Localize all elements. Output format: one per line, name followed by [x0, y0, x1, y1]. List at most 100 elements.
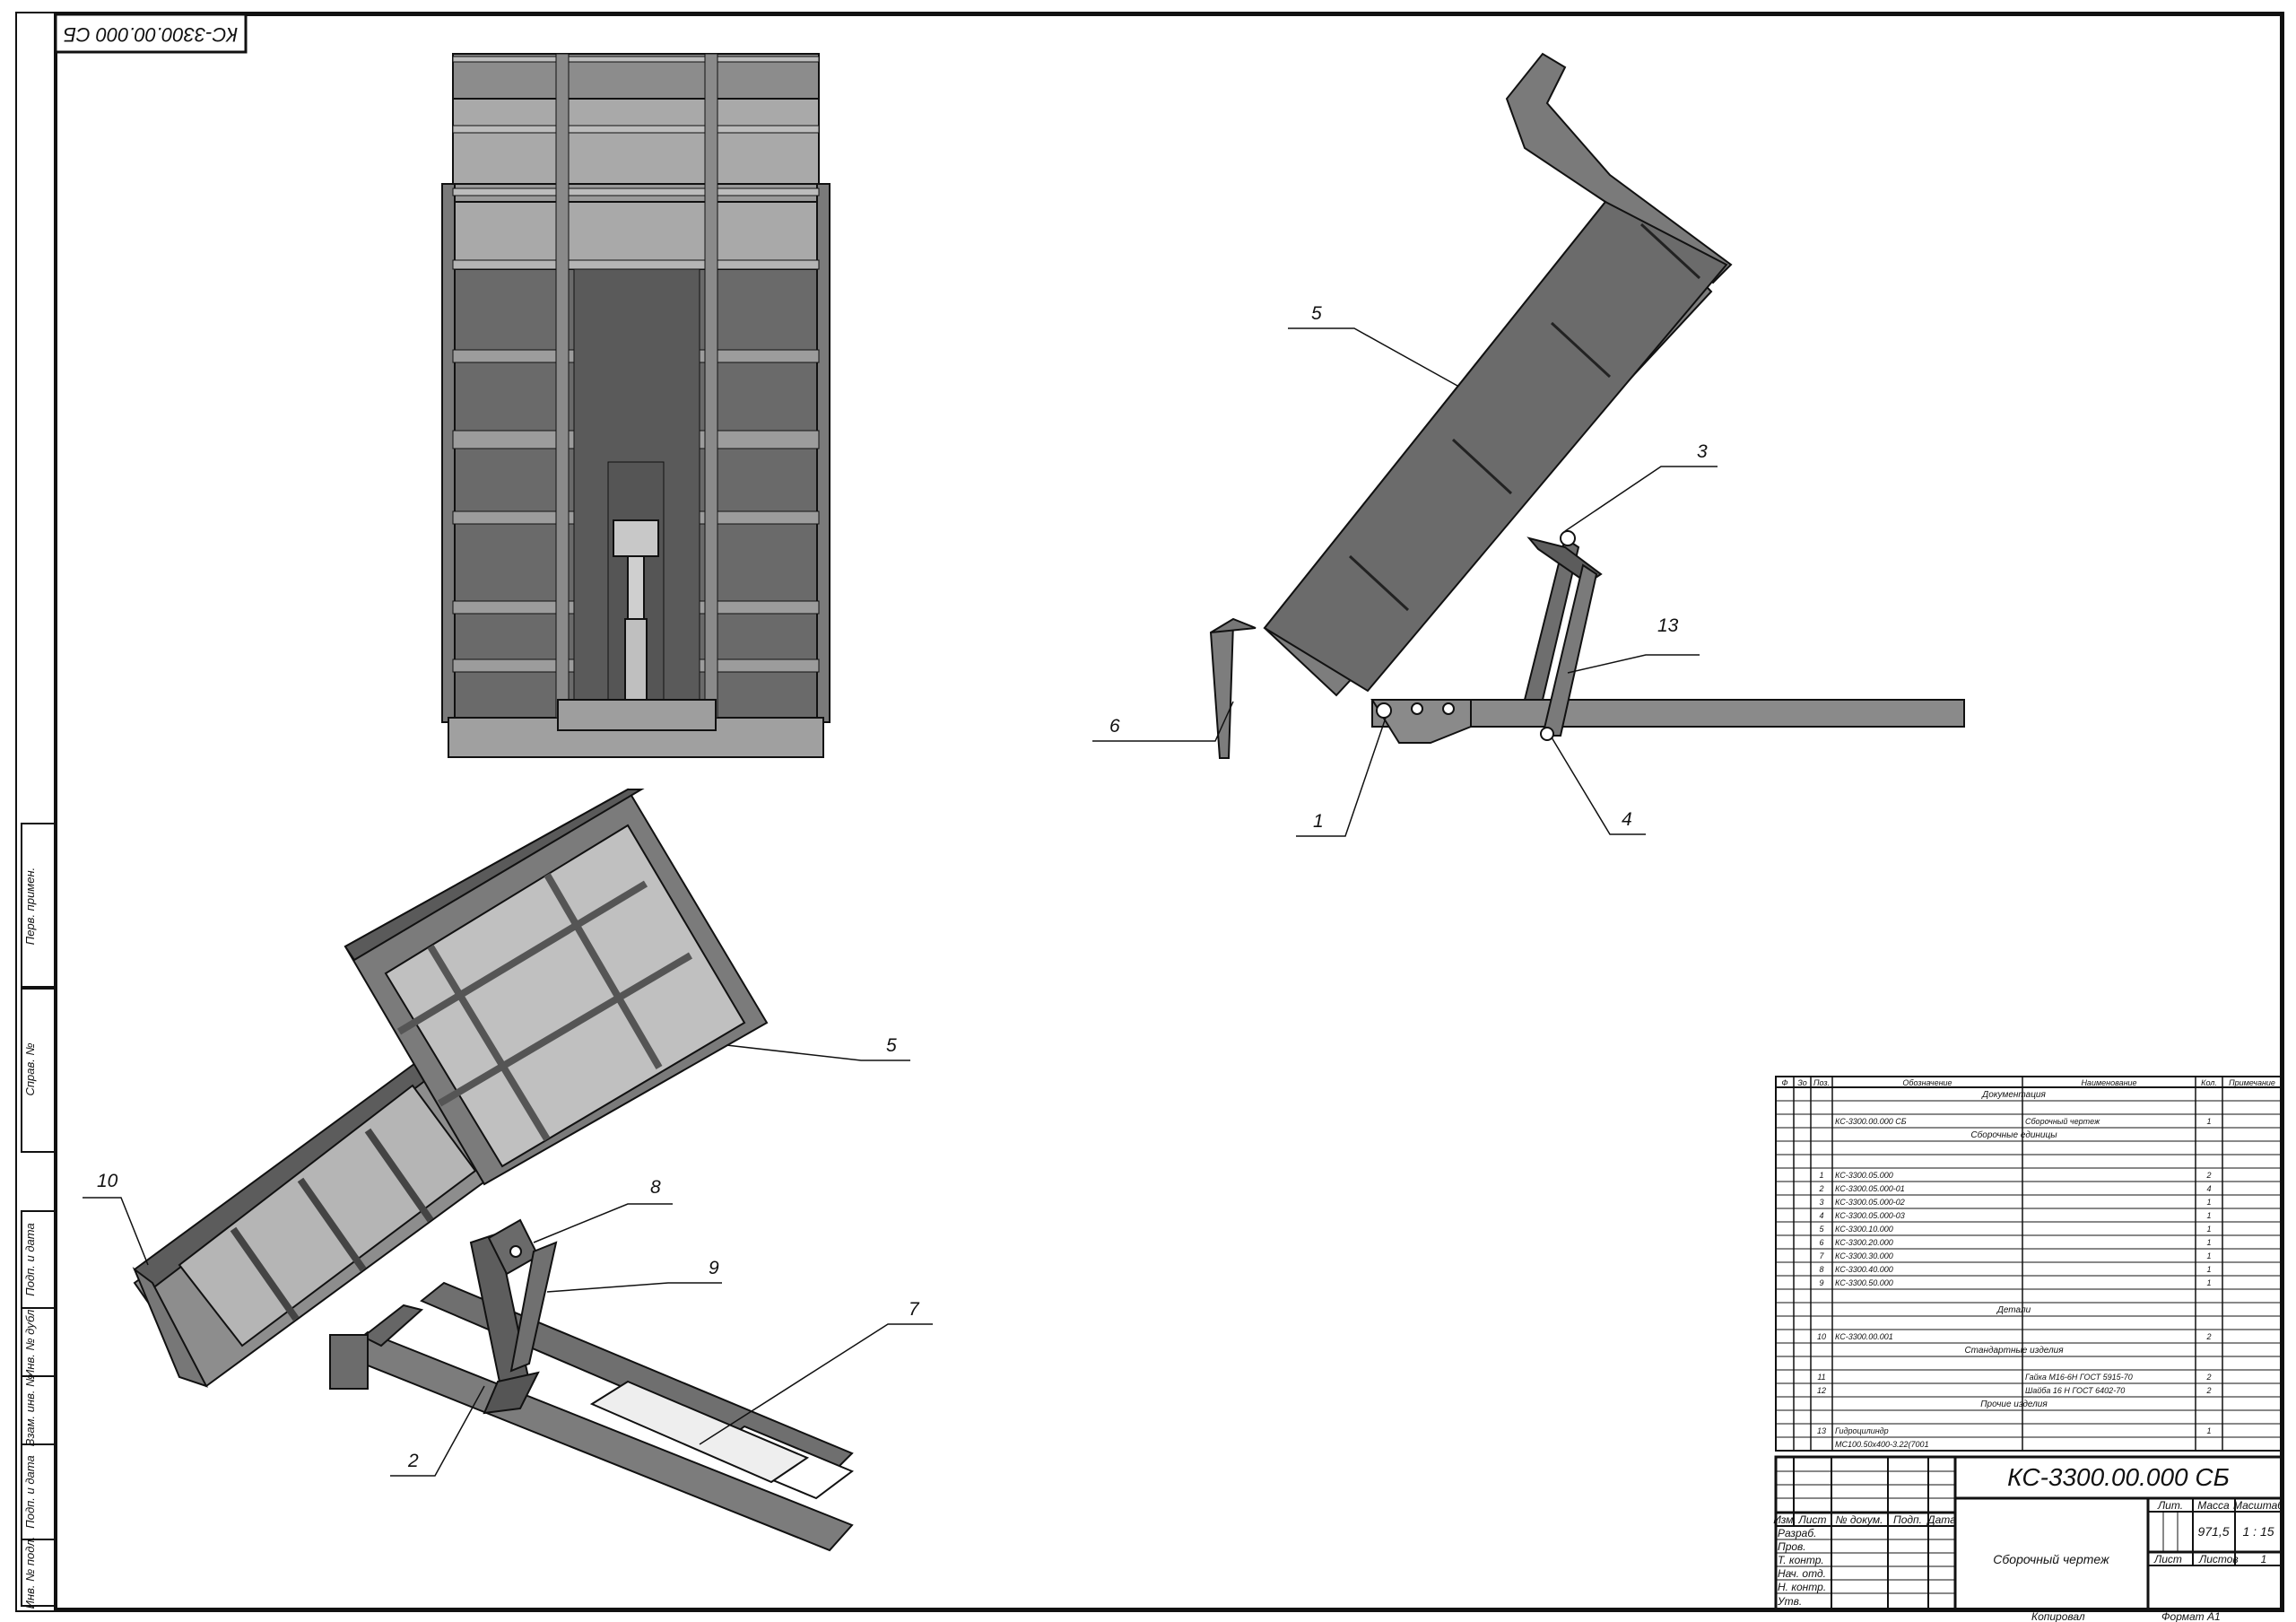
spec-qty: 1 — [2206, 1225, 2211, 1234]
role-label: Нач. отд. — [1778, 1567, 1826, 1580]
mass-label: Масса — [2197, 1499, 2230, 1512]
spec-pos: 7 — [1819, 1251, 1824, 1260]
document-code: КС-3300.00.000 СБ — [2007, 1463, 2230, 1491]
role-label: Т. контр. — [1778, 1554, 1824, 1566]
spec-qty: 2 — [2205, 1386, 2211, 1395]
leader-label: 2 — [407, 1451, 419, 1471]
sheets-label: Листов — [2198, 1553, 2239, 1565]
sheets-value: 1 — [2261, 1553, 2267, 1565]
spec-section: Детали — [1996, 1305, 2031, 1315]
spec-section: Документация — [1981, 1090, 2046, 1100]
spec-pos: 9 — [1819, 1278, 1823, 1287]
spec-code: КС-3300.05.000-01 — [1835, 1184, 1905, 1193]
spec-header: Поз. — [1813, 1078, 1830, 1087]
spec-header: Ф — [1781, 1078, 1787, 1087]
spec-header: Примечание — [2229, 1078, 2275, 1087]
spec-qty: 2 — [2205, 1332, 2211, 1341]
corner-code: КС-3300.00.000 СБ — [64, 23, 239, 46]
spec-section: Прочие изделия — [1980, 1400, 2048, 1409]
iso-view-body — [132, 788, 854, 1552]
strip-label: Подп. и дата — [23, 1223, 37, 1295]
spec-code: КС-3300.40.000 — [1835, 1265, 1893, 1274]
spec-name: Сборочный чертеж — [2025, 1117, 2100, 1126]
spec-name: Гайка М16-6Н ГОСТ 5915-70 — [2025, 1373, 2133, 1382]
left-strip: Перв. примен. Справ. № Подп. и дата Инв.… — [21, 823, 57, 1609]
spec-code: МС100.50х400-3.22(7001 — [1835, 1440, 1929, 1449]
leader-label: 8 — [650, 1177, 661, 1198]
role-label: Н. контр. — [1778, 1581, 1826, 1593]
spec-code: КС-3300.05.000-02 — [1835, 1198, 1905, 1207]
spec-code: КС-3300.00.000 СБ — [1835, 1117, 1907, 1126]
spec-code: КС-3300.10.000 — [1835, 1225, 1893, 1234]
col-header: Лист — [1798, 1513, 1827, 1526]
spec-pos: 13 — [1817, 1426, 1826, 1435]
col-header: Изм. — [1773, 1513, 1796, 1526]
spec-pos: 6 — [1819, 1238, 1823, 1247]
spec-pos: 10 — [1817, 1332, 1826, 1341]
role-label: Пров. — [1778, 1540, 1806, 1553]
spec-section: Сборочные единицы — [1970, 1129, 2057, 1140]
spec-code: КС-3300.05.000-03 — [1835, 1211, 1905, 1220]
col-header: № докум. — [1836, 1513, 1883, 1526]
spec-code: КС-3300.05.000 — [1835, 1171, 1893, 1180]
scale-label: Масштаб — [2233, 1499, 2284, 1512]
title-block: КС-3300.00.000 СБ Сборочный чертеж Изм. … — [1773, 1455, 2284, 1622]
leader-label: 7 — [909, 1299, 920, 1320]
spec-qty: 1 — [2206, 1211, 2211, 1220]
side-view-leaders — [1092, 327, 1718, 837]
role-label: Утв. — [1777, 1595, 1802, 1608]
corner-code-box: КС-3300.00.000 СБ — [54, 13, 248, 54]
spec-section: Стандартные изделия — [1964, 1346, 2064, 1356]
leader-label: 10 — [97, 1171, 118, 1191]
leader-label: 3 — [1697, 441, 1708, 462]
specification-table: Ф Зо Поз. Обозначение Наименование Кол. Примеч… — [1775, 1076, 2283, 1452]
format-label: Формат А1 — [2161, 1610, 2221, 1622]
sheet-label: Лист — [2153, 1553, 2182, 1565]
leader-label: 5 — [1311, 303, 1322, 324]
spec-pos: 12 — [1817, 1386, 1826, 1395]
copied-label: Копировал — [2031, 1610, 2085, 1622]
spec-header: Обозначение — [1902, 1078, 1952, 1087]
spec-code: КС-3300.00.001 — [1835, 1332, 1893, 1341]
spec-pos: 8 — [1819, 1265, 1823, 1274]
side-view-body — [1209, 52, 1965, 759]
role-label: Разраб. — [1778, 1527, 1816, 1539]
spec-qty: 1 — [2206, 1117, 2211, 1126]
spec-qty: 1 — [2206, 1265, 2211, 1274]
strip-label: Справ. № — [23, 1042, 37, 1095]
leader-label: 13 — [1657, 615, 1679, 636]
spec-qty: 2 — [2205, 1171, 2211, 1180]
spec-pos: 4 — [1819, 1211, 1823, 1220]
leader-label: 1 — [1313, 811, 1324, 832]
spec-pos: 11 — [1817, 1373, 1825, 1382]
strip-label: Перв. примен. — [23, 868, 37, 945]
col-header: Подп. — [1893, 1513, 1922, 1526]
spec-code: Гидроцилиндр — [1835, 1426, 1889, 1435]
leader-label: 4 — [1622, 809, 1632, 830]
col-header: Дата — [1926, 1513, 1956, 1526]
spec-qty: 4 — [2206, 1184, 2211, 1193]
spec-header: Наименование — [2081, 1078, 2136, 1087]
spec-qty: 1 — [2206, 1426, 2211, 1435]
spec-qty: 1 — [2206, 1198, 2211, 1207]
spec-code: КС-3300.30.000 — [1835, 1251, 1893, 1260]
spec-qty: 2 — [2205, 1373, 2211, 1382]
drawing-frame — [54, 13, 2283, 1611]
lit-label: Лит. — [2157, 1499, 2183, 1512]
iso-view-leaders — [83, 1044, 933, 1477]
leader-label: 9 — [709, 1258, 719, 1278]
strip-label: Взам. инв. № — [23, 1374, 37, 1446]
spec-header: Кол. — [2201, 1078, 2217, 1087]
spec-name: Шайба 16 Н ГОСТ 6402-70 — [2025, 1386, 2125, 1395]
spec-header: Зо — [1797, 1078, 1807, 1087]
top-view-body — [441, 53, 831, 758]
spec-pos: 2 — [1818, 1184, 1823, 1193]
spec-pos: 3 — [1819, 1198, 1823, 1207]
spec-code: КС-3300.20.000 — [1835, 1238, 1893, 1247]
document-name: Сборочный чертеж — [1993, 1552, 2110, 1566]
mass-value: 971,5 — [2197, 1524, 2229, 1539]
spec-qty: 1 — [2206, 1251, 2211, 1260]
strip-label: Подп. и дата — [23, 1455, 37, 1528]
spec-pos: 5 — [1819, 1225, 1824, 1234]
